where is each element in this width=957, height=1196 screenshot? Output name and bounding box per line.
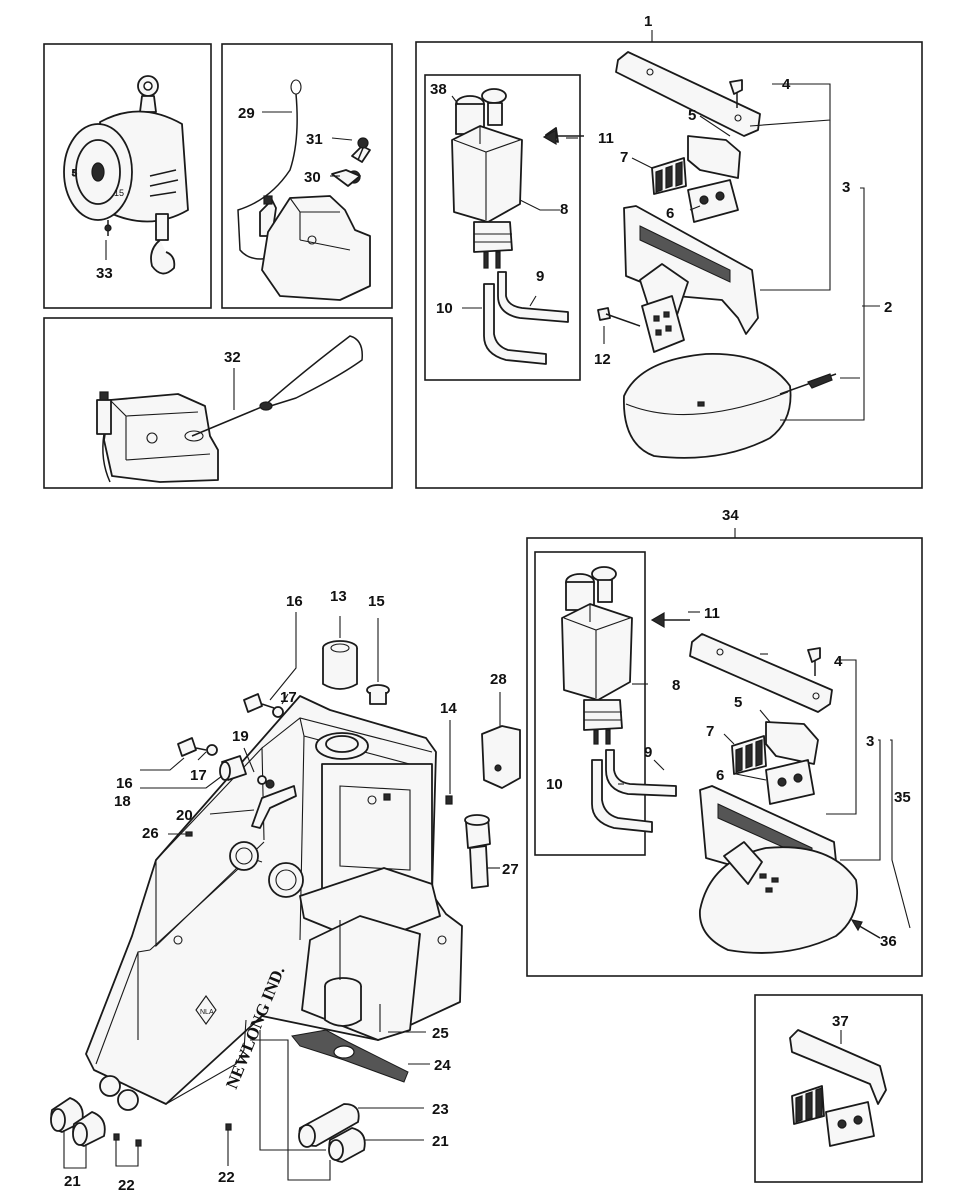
box-balancer bbox=[43, 43, 212, 309]
callout-10: 10 bbox=[436, 300, 453, 317]
callout-20: 20 bbox=[176, 807, 193, 824]
callout-17: 17 bbox=[280, 689, 297, 706]
callout-3: 3 bbox=[842, 179, 850, 196]
dial-number: 15 bbox=[114, 188, 124, 198]
cover-assembly-lower bbox=[689, 633, 881, 954]
callout-12: 12 bbox=[594, 351, 611, 368]
callout-11: 11 bbox=[598, 130, 614, 147]
callout-9: 9 bbox=[644, 744, 652, 761]
callout-3: 3 bbox=[866, 733, 874, 750]
callout-9: 9 bbox=[536, 268, 544, 285]
callout-36: 36 bbox=[880, 933, 897, 950]
callout-11: 11 bbox=[704, 605, 720, 622]
callout-13: 13 bbox=[330, 588, 347, 605]
callout-5: 5 bbox=[688, 107, 696, 124]
box-part-37 bbox=[754, 994, 923, 1183]
callout-2: 2 bbox=[884, 299, 892, 316]
callout-4: 4 bbox=[834, 653, 843, 670]
dial-number: 5 bbox=[72, 168, 77, 178]
callout-24: 24 bbox=[434, 1057, 451, 1074]
box-oil-pump-34 bbox=[534, 551, 646, 856]
box-oil-pump-1 bbox=[424, 74, 581, 381]
lamp-with-cord bbox=[237, 79, 371, 301]
callout-21: 21 bbox=[64, 1173, 81, 1190]
callout-7: 7 bbox=[620, 149, 628, 166]
callout-33: 33 bbox=[96, 265, 113, 282]
box-hanger-cord bbox=[43, 317, 393, 489]
callout-22: 22 bbox=[118, 1177, 135, 1194]
spring-balancer: 5 15 bbox=[63, 75, 189, 275]
callout-4: 4 bbox=[782, 76, 791, 93]
callout-6: 6 bbox=[666, 205, 674, 222]
callout-34: 34 bbox=[722, 507, 739, 524]
oil-pump-assembly-upper bbox=[451, 88, 584, 365]
callout-31: 31 bbox=[306, 131, 323, 148]
callout-21: 21 bbox=[432, 1133, 449, 1150]
callout-25: 25 bbox=[432, 1025, 449, 1042]
callout-6: 6 bbox=[716, 767, 724, 784]
callout-1: 1 bbox=[644, 13, 652, 30]
casting-logo-text: NLA bbox=[200, 1009, 214, 1016]
hanger-cord bbox=[96, 335, 363, 483]
callout-28: 28 bbox=[490, 671, 507, 688]
callout-18: 18 bbox=[114, 793, 131, 810]
cover-assembly-upper bbox=[597, 51, 837, 459]
callout-8: 8 bbox=[672, 677, 680, 694]
callout-15: 15 bbox=[368, 593, 385, 610]
callout-27: 27 bbox=[502, 861, 519, 878]
callout-35: 35 bbox=[894, 789, 911, 806]
callout-16: 16 bbox=[116, 775, 133, 792]
callout-26: 26 bbox=[142, 825, 159, 842]
callout-38: 38 bbox=[430, 81, 447, 98]
main-casting: NEWLONG IND. NLA bbox=[85, 695, 463, 1111]
callout-29: 29 bbox=[238, 105, 255, 122]
box-lamp-cord bbox=[221, 43, 393, 309]
callout-14: 14 bbox=[440, 700, 457, 717]
callout-30: 30 bbox=[304, 169, 321, 186]
callout-23: 23 bbox=[432, 1101, 449, 1118]
box-assembly-1 bbox=[415, 41, 923, 489]
callout-32: 32 bbox=[224, 349, 241, 366]
callout-16: 16 bbox=[286, 593, 303, 610]
callout-10: 10 bbox=[546, 776, 563, 793]
box-assembly-34 bbox=[526, 537, 923, 977]
callout-5: 5 bbox=[734, 694, 742, 711]
callout-7: 7 bbox=[706, 723, 714, 740]
callout-37: 37 bbox=[832, 1013, 849, 1030]
callout-8: 8 bbox=[560, 201, 568, 218]
callout-22: 22 bbox=[218, 1169, 235, 1186]
cover-kit-37 bbox=[789, 1029, 887, 1147]
leader-lines bbox=[63, 30, 911, 1181]
oil-pump-assembly-lower bbox=[561, 566, 690, 833]
small-parts bbox=[50, 640, 521, 1163]
callout-labels: 1 2 3 3 4 4 5 5 6 6 7 7 8 8 9 9 10 10 11… bbox=[64, 13, 911, 1194]
callout-19: 19 bbox=[232, 728, 249, 745]
callout-17: 17 bbox=[190, 767, 207, 784]
